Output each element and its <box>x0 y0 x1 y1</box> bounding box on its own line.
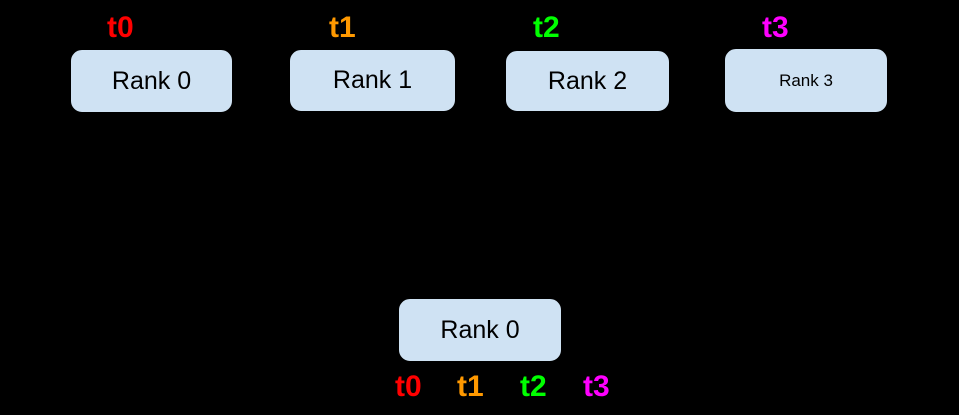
rank-1-node: Rank 1 <box>289 49 456 112</box>
rank-2-label: Rank 2 <box>547 66 628 95</box>
rank-3-node: Rank 3 <box>724 48 888 113</box>
tensor-label-t3-top: t3 <box>762 11 789 44</box>
tensor-label-t2-top: t2 <box>533 11 560 44</box>
rank-3-label: Rank 3 <box>779 70 833 90</box>
rank-2-node: Rank 2 <box>505 50 670 112</box>
tensor-label-t2-bottom: t2 <box>520 370 547 403</box>
rank-0-label: Rank 0 <box>111 66 192 95</box>
rank-0-node: Rank 0 <box>70 49 233 113</box>
tensor-label-t3-bottom: t3 <box>583 370 610 403</box>
tensor-label-t0-bottom: t0 <box>395 370 422 403</box>
tensor-label-t0-top: t0 <box>107 11 134 44</box>
gather-destination-label: Rank 0 <box>440 315 520 344</box>
rank-1-label: Rank 1 <box>332 66 413 94</box>
tensor-label-t1-bottom: t1 <box>457 370 484 403</box>
tensor-label-t1-top: t1 <box>329 11 356 44</box>
gather-destination-node: Rank 0 <box>398 298 562 362</box>
